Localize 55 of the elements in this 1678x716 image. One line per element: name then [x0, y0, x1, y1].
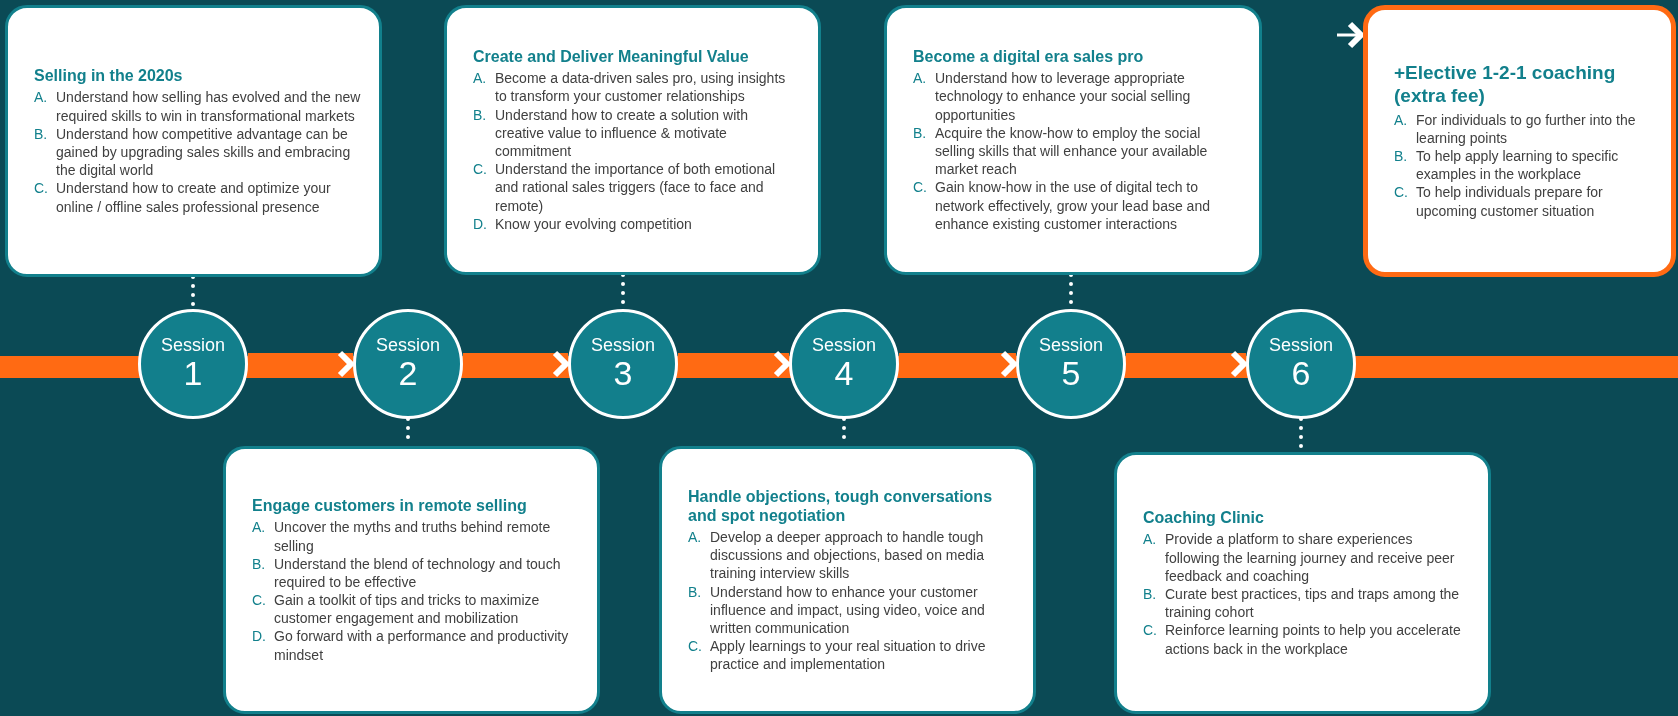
session-number: 4 [834, 356, 854, 392]
session-label: Session [811, 336, 876, 357]
session-label: Session [590, 336, 655, 357]
session-label: Session [1268, 336, 1333, 357]
chevron-arrow [1126, 350, 1247, 378]
chevron-arrow [1337, 21, 1364, 49]
session-card [1363, 5, 1676, 277]
list-item: C. Understand the importance of both emotional and rational sales triggers (face to face and remote) [473, 160, 777, 215]
list-item: A. For individuals to go further into the learning points [1394, 110, 1637, 148]
chevron-arrow [678, 350, 790, 378]
list-item: A. Become a data-driven sales pro, using insights to transform your customer relationships [473, 69, 787, 106]
list-item: B. Understand how competitive advantage can be gained by upgrading sales skills and embracing the digital world [34, 124, 352, 180]
chevron-arrow [248, 350, 354, 378]
session-label: Session [160, 336, 225, 357]
session-number: 1 [183, 356, 203, 392]
list-item: D. Know your evolving competition [473, 214, 693, 233]
card-heading: +Elective 1-2-1 coaching (extra fee) [1394, 62, 1617, 108]
card-heading: Create and Deliver Meaningful Value [473, 47, 750, 67]
list-item: B. Curate best practices, tips and traps among the training cohort [1143, 585, 1461, 622]
list-item: C. Gain know-how in the use of digital tech to network effectively, grow your lead base and enhance existing customer interactions [913, 178, 1211, 233]
list-item: C. Understand how to create and optimize your online / offline sales professional presence [34, 179, 332, 216]
list-item: B. Understand the blend of technology and touch required to be effective [252, 554, 562, 592]
list-item: C. To help individuals prepare for upcoming customer situation [1394, 183, 1604, 220]
session-label: Session [375, 336, 440, 357]
session-card [1114, 452, 1491, 714]
list-item: A. Uncover the myths and truths behind remote selling [252, 518, 552, 555]
card-heading: Become a digital era sales pro [913, 47, 1145, 67]
session-card [884, 5, 1262, 275]
card-heading: Engage customers in remote selling [252, 496, 528, 516]
session-card [659, 446, 1036, 714]
list-item: B. Acquire the know-how to employ the social selling skills that will enhance your available market reach [913, 123, 1209, 179]
card-heading: Selling in the 2020s [34, 66, 184, 86]
card-heading: Coaching Clinic [1143, 508, 1265, 528]
session-card [223, 446, 600, 714]
session-number: 3 [613, 356, 633, 392]
chevron-arrow [899, 350, 1017, 378]
session-card [5, 5, 382, 277]
list-item: A. Develop a deeper approach to handle tough discussions and objections, based on media training interview skills [688, 527, 985, 583]
session-label: Session [1038, 336, 1103, 357]
session-card [444, 5, 821, 275]
list-item: B. Understand how to create a solution with creative value to influence & motivate commitment [473, 105, 749, 161]
list-item: D. Go forward with a performance and productivity mindset [252, 627, 570, 664]
session-number: 5 [1061, 356, 1081, 392]
chevron-arrow [463, 350, 569, 378]
list-item: A. Understand how to leverage appropriate technology to enhance your social selling opportunities [913, 69, 1192, 124]
list-item: C. Reinforce learning points to help you accelerate actions back in the workplace [1143, 621, 1462, 658]
list-item: B. To help apply learning to specific examples in the workplace [1394, 147, 1620, 184]
list-item: C. Gain a toolkit of tips and tricks to maximize customer engagement and mobilization [252, 591, 541, 628]
session-number: 6 [1291, 356, 1311, 392]
list-item: A. Provide a platform to share experiences following the learning journey and receive peer feedback and coaching [1143, 530, 1456, 585]
list-item: B. Understand how to enhance your customer influence and impact, using video, voice and written communication [688, 582, 986, 638]
list-item: C. Apply learnings to your real situation to drive practice and implementation [688, 637, 987, 674]
list-item: A. Understand how selling has evolved and the new required skills to win in transformational markets [34, 88, 361, 125]
card-heading: Handle objections, tough conversations and spot negotiation [688, 486, 994, 525]
session-number: 2 [398, 356, 418, 392]
